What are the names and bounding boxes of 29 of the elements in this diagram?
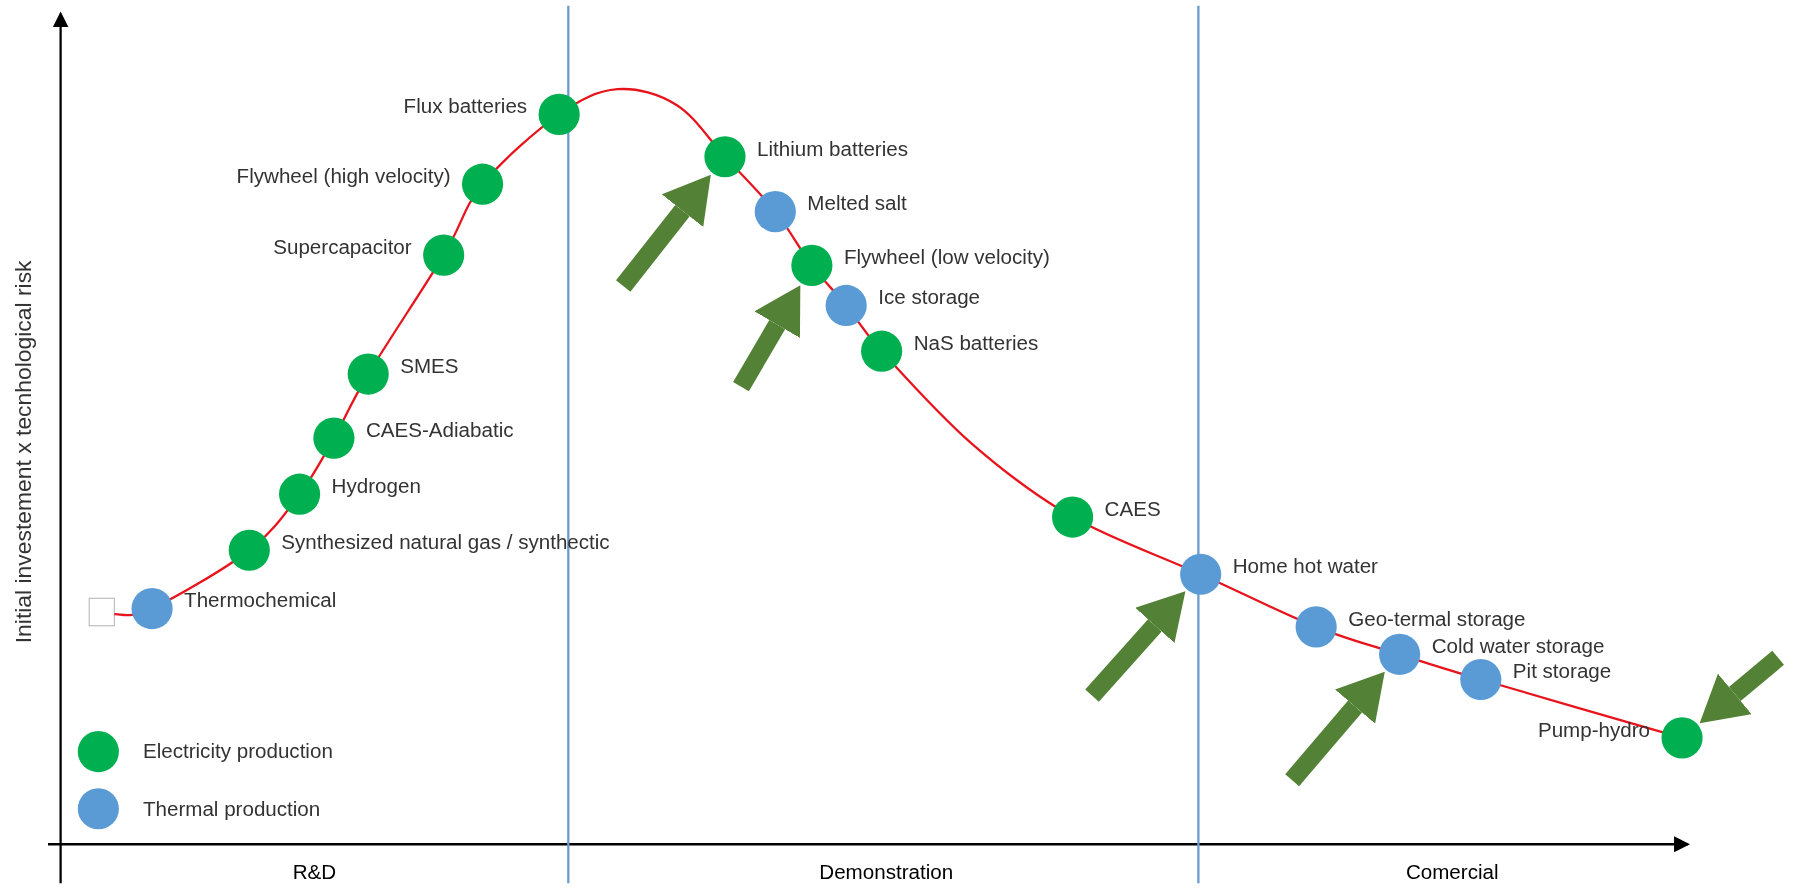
dot-label: Pump-hydro xyxy=(1537,717,1651,743)
phase-label: Demonstration xyxy=(819,859,954,885)
dot-label: Cold water storage xyxy=(1431,633,1605,659)
arrow xyxy=(733,285,801,392)
arrow xyxy=(616,174,711,292)
dot-label: Melted salt xyxy=(807,191,907,217)
dot-label: Supercapacitor xyxy=(273,234,412,260)
axis-title: Initial investement x tecnhological risk xyxy=(10,260,36,644)
dot-label: SMES xyxy=(400,353,459,379)
dot-label: Flux batteries xyxy=(403,93,528,119)
dot-label: NaS batteries xyxy=(913,330,1039,356)
dot-label: Home hot water xyxy=(1232,553,1378,579)
dot-label: Geo-termal storage xyxy=(1348,606,1526,632)
arrow xyxy=(1699,650,1784,724)
dot-label: CAES xyxy=(1104,496,1161,522)
dot-label: Thermochemical xyxy=(184,588,337,614)
dot-label: Hydrogen xyxy=(331,473,421,499)
legend-label: Electricity production xyxy=(142,739,333,765)
dot-label: Lithium batteries xyxy=(757,136,908,162)
dot-label: Pit storage xyxy=(1512,659,1612,685)
dot-label: Ice storage xyxy=(878,285,981,310)
phase-label: R&D xyxy=(292,859,337,885)
arrow xyxy=(1285,671,1385,787)
dot-label: Flywheel (high velocity) xyxy=(236,163,451,189)
legend-label: Thermal production xyxy=(142,796,321,822)
dot-label: CAES-Adiabatic xyxy=(365,417,514,443)
phase-label: Comercial xyxy=(1405,859,1499,885)
dot-label: Flywheel (low velocity) xyxy=(843,244,1050,270)
arrow xyxy=(1085,591,1186,702)
